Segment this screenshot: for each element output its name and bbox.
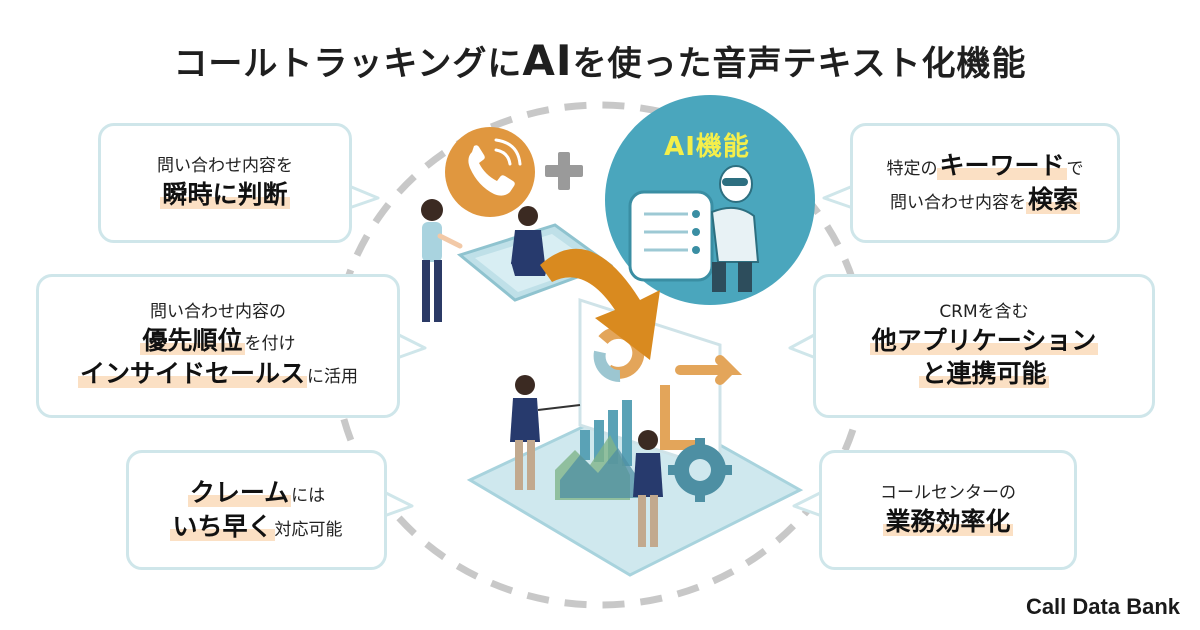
- phone-icon: [445, 127, 535, 217]
- bubble-text: 問い合わせ内容を: [157, 155, 293, 176]
- bar-graphic: [580, 400, 632, 466]
- gear-icon: [668, 438, 732, 502]
- brand-logo: Call Data Bank: [1025, 594, 1180, 619]
- bubble-highlight: インサイドセールス: [77, 359, 307, 389]
- bubble-highlight: と連携可能: [919, 359, 1049, 389]
- operator-figure: [511, 206, 549, 276]
- arrow-icon: [540, 248, 660, 360]
- bubble-priority: 問い合わせ内容の 優先順位を付け インサイドセールスに活用: [36, 274, 400, 418]
- customer-figure: [421, 199, 463, 322]
- bubble-highlight: 優先順位: [140, 325, 245, 355]
- bubble-text: コールセンターの: [880, 482, 1016, 503]
- bubble-highlight: 瞬時に判断: [160, 179, 290, 209]
- bubble-highlight: キーワード: [937, 151, 1067, 181]
- bubble-text: 問い合わせ内容の: [150, 301, 286, 322]
- analyst-figure: [633, 430, 663, 547]
- ai-function-label: AI機能: [664, 132, 750, 162]
- bubble-efficiency: コールセンターの 業務効率化: [819, 450, 1077, 570]
- bubble-tails: [348, 184, 854, 518]
- bubble-crm-integration: CRMを含む 他アプリケーション と連携可能: [813, 274, 1155, 418]
- bubble-claim: クレームには いち早く対応可能: [126, 450, 387, 570]
- bubble-highlight: 検索: [1025, 185, 1080, 214]
- bubble-highlight: 他アプリケーション: [869, 325, 1099, 355]
- bubble-highlight: いち早く: [170, 512, 275, 541]
- page-title: コールトラッキングにAIを使った音声テキスト化機能: [173, 36, 1027, 85]
- bubble-instant-judgment: 問い合わせ内容を 瞬時に判断: [98, 123, 352, 243]
- bubble-highlight: クレーム: [187, 478, 292, 508]
- robot-icon: [605, 95, 815, 305]
- bubble-text: CRMを含む: [939, 301, 1029, 322]
- bubble-highlight: 業務効率化: [883, 506, 1013, 536]
- plus-icon: [545, 152, 583, 190]
- bubble-keyword-search: 特定のキーワードで 問い合わせ内容を検索: [850, 123, 1120, 243]
- presenter-figure: [510, 375, 581, 490]
